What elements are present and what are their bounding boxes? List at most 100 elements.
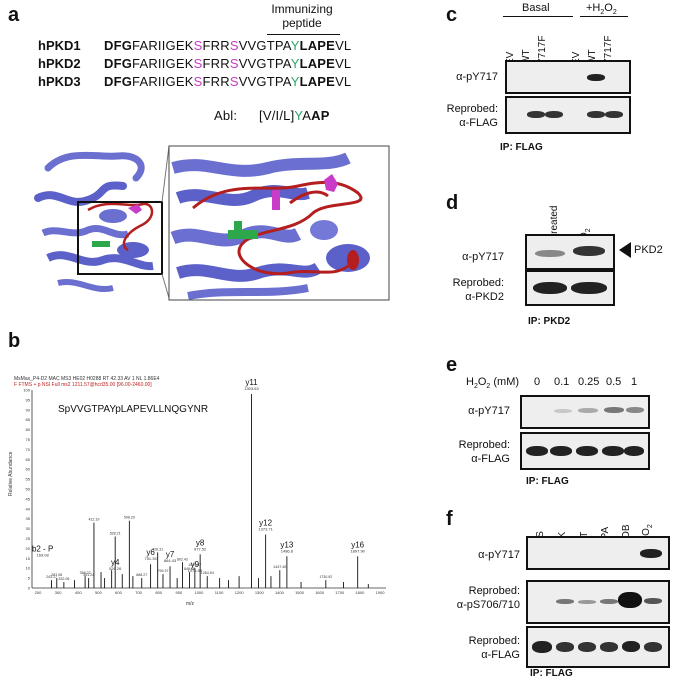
blot-flag [505, 96, 631, 134]
peak-ion-label: y13 [280, 540, 293, 549]
panel-b-letter: b [8, 330, 21, 352]
panel-d-letter: d [446, 192, 459, 214]
conc-value: 1 [631, 376, 638, 388]
y-tick-label: 65 [26, 457, 31, 462]
x-tick-label: 700 [135, 590, 142, 595]
x-tick-label: 900 [175, 590, 182, 595]
minor-peak-label: 849.48 [184, 567, 195, 571]
peak-mz-label: 1373.71 [258, 527, 273, 532]
band [556, 599, 574, 604]
blot-flag [526, 626, 670, 668]
blot-pY717 [520, 395, 650, 429]
ip-label: IP: FLAG [500, 142, 543, 153]
y-tick-label: 25 [26, 536, 31, 541]
reprobe-line1: Reprobed: [468, 585, 520, 597]
band [578, 600, 596, 604]
immunizing-label-line1: Immunizing [271, 2, 333, 16]
x-tick-label: 1900 [376, 590, 386, 595]
y-tick-label: 60 [26, 467, 31, 472]
peptide-sequence: SpVVGTPAYpLAPEVLLNQGYNR [58, 404, 209, 415]
band [554, 409, 572, 413]
blot-flag [520, 432, 650, 470]
band [535, 250, 565, 257]
y-tick-label: 40 [26, 506, 31, 511]
y-tick-label: 0 [28, 586, 31, 591]
x-tick-label: 200 [35, 590, 42, 595]
sequence: DFGFARIIGEKSFRRSVVGTPAYLAPEVL [104, 74, 352, 89]
reprobe-label: Reprobed: α-pS706/710 [428, 584, 520, 612]
band [571, 282, 607, 294]
minor-peak-label: 287.08 [51, 573, 62, 577]
reprobe-line1: Reprobed: [458, 439, 510, 451]
group-h2o2-label: +H2O2 [586, 2, 617, 17]
x-tick-label: 800 [155, 590, 162, 595]
y-tick-label: 5 [28, 576, 31, 581]
sequence: DFGFARIIGEKSFRRSVVGTPAYLAPEVL [104, 56, 352, 71]
reprobe-line2: α-FLAG [471, 453, 510, 465]
conc-value: 0 [534, 376, 541, 388]
reprobe-line2: α-PKD2 [465, 291, 504, 303]
minor-peak-label: 381.24 [83, 573, 94, 577]
band [600, 599, 618, 604]
y-tick-label: 10 [26, 566, 31, 571]
reprobe-line2: α-FLAG [459, 117, 498, 129]
y-tick-label: 35 [26, 516, 31, 521]
minor-peak-label: 243.17 [46, 575, 57, 579]
y-tick-label: 30 [26, 526, 31, 531]
blot-pS706 [526, 580, 670, 624]
band [624, 446, 644, 456]
conc-label: H2O2 (mM) [466, 376, 520, 391]
x-tick-label: 400 [75, 590, 82, 595]
band [573, 246, 605, 256]
band [644, 598, 662, 604]
reprobe-label: Reprobed: α-FLAG [428, 438, 510, 466]
peak-ion-label: y9 [191, 560, 200, 569]
x-tick-label: 1600 [315, 590, 325, 595]
immunizing-peptide-label: Immunizing peptide [262, 2, 342, 30]
panel-f-letter: f [446, 508, 453, 530]
peak-ion-label: y11 [245, 378, 258, 387]
protein-name: hPKD2 [38, 56, 81, 71]
blot-pY717 [525, 234, 615, 270]
sequence: DFGFARIIGEKSFRRSVVGTPAYLAPEVL [104, 38, 352, 53]
blot-pY717 [526, 536, 670, 570]
minor-peak-label: 332.08 [58, 577, 69, 581]
y-tick-label: 45 [26, 496, 31, 501]
ip-label: IP: PKD2 [528, 316, 571, 327]
group-basal-label: Basal [522, 2, 550, 14]
peak-mz-label: 1076.58 [188, 568, 203, 573]
abl-label: Abl: [214, 108, 238, 123]
reprobe-line1: Reprobed: [452, 277, 504, 289]
reprobe-line2: α-FLAG [481, 649, 520, 661]
band [600, 642, 618, 652]
reprobe-label: Reprobed: α-FLAG [410, 102, 498, 130]
y-tick-label: 100 [23, 388, 30, 393]
y-tick-label: 80 [26, 427, 31, 432]
ms-spectrum: MsMax_P4-D2 MAC MS3 HE02 H0288 RT 42.33 … [8, 376, 394, 607]
band [602, 446, 624, 456]
reprobe-line1: Reprobed: [468, 635, 520, 647]
peak-mz-label: 751.35 [144, 556, 157, 561]
band [526, 446, 548, 456]
minor-peak-label: 1730.92 [319, 575, 332, 579]
antibody-label: α-pY717 [478, 549, 520, 561]
minor-peak-label: 1029.47 [188, 563, 201, 567]
band [527, 111, 545, 118]
minor-peak-label: 528.21 [110, 532, 121, 536]
y-tick-label: 20 [26, 546, 31, 551]
band [618, 592, 642, 608]
reprobe-label: Reprobed: α-FLAG [428, 634, 520, 662]
reprobe-line2: α-pS706/710 [456, 599, 520, 611]
minor-peak-label: 802.43 [177, 557, 188, 561]
x-tick-label: 1800 [355, 590, 365, 595]
x-tick-label: 1000 [194, 590, 204, 595]
ip-label: IP: FLAG [530, 668, 573, 679]
spectrum-plot: 1009590858075706560555045403530252015105… [23, 378, 386, 595]
protein-name: hPKD3 [38, 74, 81, 89]
spectrum-header-line2: F FTMS + p NSI Full ms2 1211.57@hcd35.00… [14, 382, 152, 388]
ip-label: IP: FLAG [526, 476, 569, 487]
band [532, 641, 552, 653]
structure-zoom [168, 145, 390, 301]
peak-mz-label: 864.43 [164, 558, 177, 563]
peak-ion-label: y12 [259, 519, 272, 528]
